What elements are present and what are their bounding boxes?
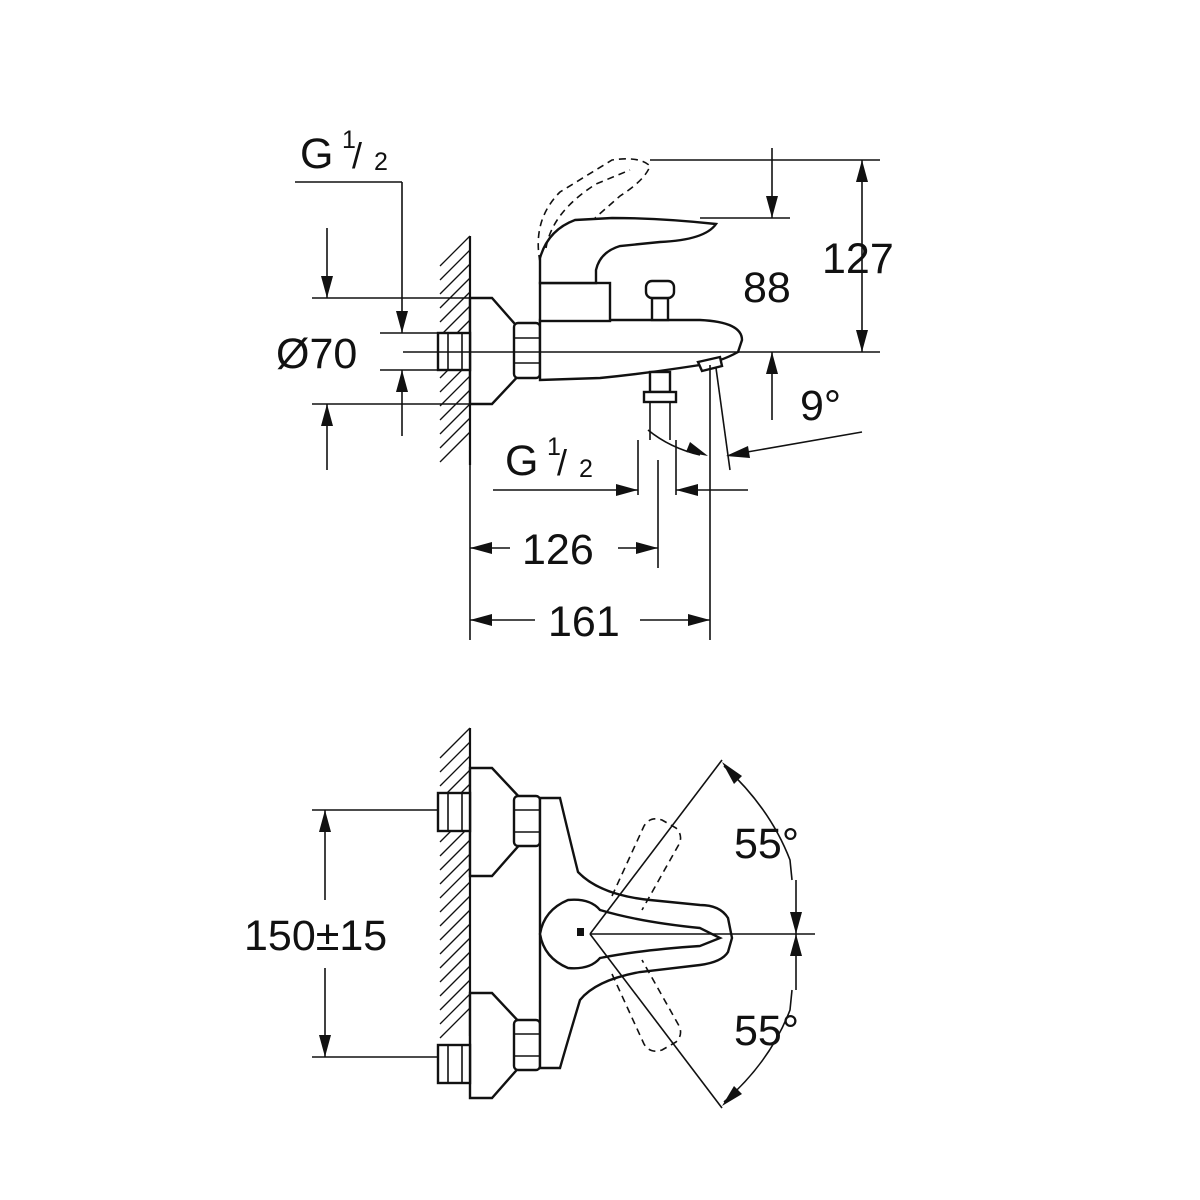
wall-hatch-line [439, 895, 471, 927]
dim-heights: 127 88 [650, 148, 894, 420]
lever-raised-phantom [537, 158, 651, 263]
wall-hatch-line [439, 403, 471, 435]
wall-hatch-line [439, 741, 471, 773]
wall-hatch-line [439, 923, 471, 955]
wall-hatch-line [439, 1007, 471, 1039]
union-nut-side [512, 321, 542, 380]
wall-hatch-line [439, 305, 471, 337]
bottom-outlet [642, 370, 678, 440]
wall-hatch-line [439, 867, 471, 899]
outlet-thread-sep: / [557, 442, 567, 483]
outlet-thread-sup: 1 [547, 433, 561, 461]
angle-up-label: 55° [734, 820, 799, 868]
wall-hatch-line [439, 839, 471, 871]
side-view: Ø70 G 1 / 2 127 88 [276, 126, 894, 646]
length-126-label: 126 [522, 526, 594, 574]
wall-hatch-line [439, 235, 471, 267]
centers-label: 150±15 [244, 912, 387, 960]
wall-hatch-line [439, 375, 471, 407]
union-nut-upper [512, 794, 542, 848]
wall-hatch-line [439, 979, 471, 1011]
wall-hatch-line [439, 277, 471, 309]
top-view: 150±15 55° 55° [244, 727, 815, 1109]
outlet-thread-sub: 2 [579, 455, 593, 483]
inlet-thread-sep: / [352, 135, 362, 176]
spout-outlet [696, 355, 724, 373]
outlet-thread-main: G [505, 437, 538, 485]
inlet-nut-upper [436, 791, 472, 833]
dim-inlet-thread: G 1 / 2 [295, 126, 438, 436]
lever-base-side [538, 281, 612, 323]
spout-angle-label: 9° [800, 382, 841, 430]
wall-hatch-line [439, 249, 471, 281]
wall-hatch-line [439, 263, 471, 295]
dim-lengths: 126 161 [469, 460, 710, 646]
angle-down-label: 55° [734, 1007, 799, 1055]
height-88-label: 88 [743, 264, 791, 312]
inlet-thread-sup: 1 [342, 126, 356, 154]
wall-hatch-line [439, 727, 471, 759]
length-161-label: 161 [548, 598, 620, 646]
wall-hatch-line [439, 937, 471, 969]
inlet-nut-lower [436, 1043, 472, 1085]
union-nut-lower [512, 1018, 542, 1072]
dim-centers: 150±15 [244, 809, 438, 1058]
diverter-knob [644, 279, 676, 322]
dim-angle-down: 55° [722, 934, 802, 1106]
inlet-thread-sub: 2 [374, 148, 388, 176]
dim-spout-angle: 9° [647, 365, 863, 640]
wall-side [439, 235, 472, 465]
mixer-body-side [538, 318, 744, 382]
inlet-thread-main: G [300, 130, 333, 178]
wall-top [439, 727, 472, 1039]
wall-hatch-line [439, 951, 471, 983]
wall-hatch-line [439, 291, 471, 323]
dim-angle-up: 55° [722, 762, 802, 934]
height-127-label: 127 [822, 235, 894, 283]
lever-side [538, 216, 719, 285]
dim-diameter: Ø70 [276, 228, 480, 470]
wall-hatch-line [439, 881, 471, 913]
wall-hatch-line [439, 965, 471, 997]
wall-hatch-line [439, 993, 471, 1025]
wall-hatch-line [439, 853, 471, 885]
wall-hatch-line [439, 755, 471, 787]
diameter-label: Ø70 [276, 330, 357, 378]
wall-hatch-line [439, 389, 471, 421]
wall-hatch-line [439, 909, 471, 941]
wall-hatch-line [439, 431, 471, 463]
dim-outlet-thread: G 1 / 2 [493, 433, 748, 496]
lever-indicator [577, 928, 584, 936]
wall-hatch-line [439, 417, 471, 449]
